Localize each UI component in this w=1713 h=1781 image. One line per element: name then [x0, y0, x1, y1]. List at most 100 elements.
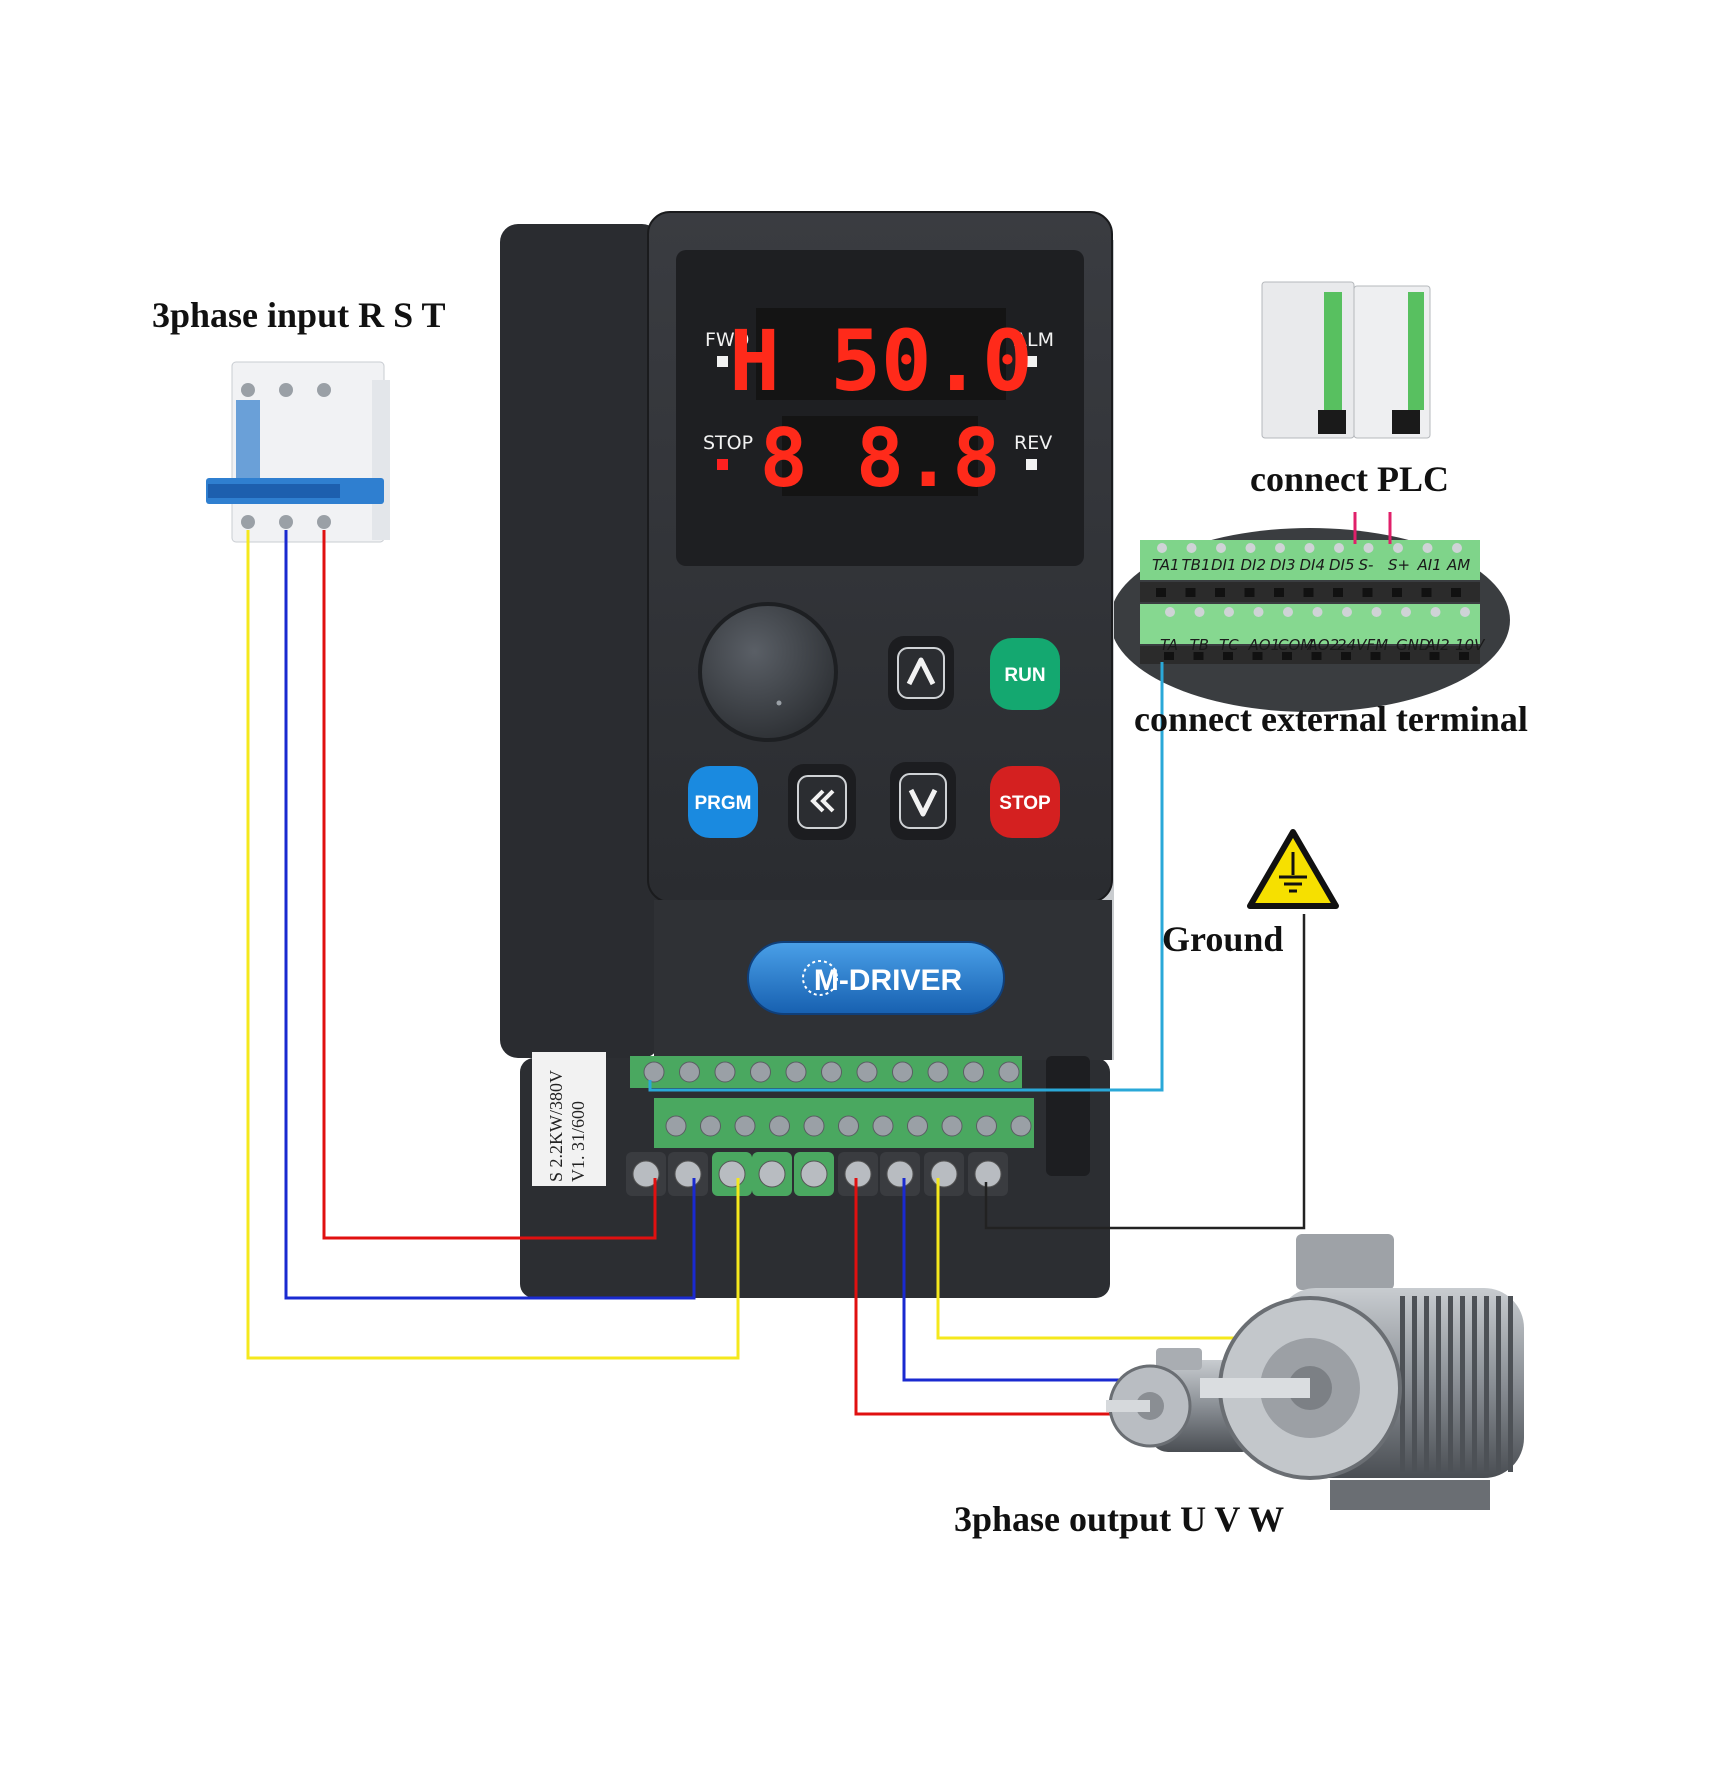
terminal-label-bottom: FM [1367, 636, 1389, 654]
double-chevron-left-icon [810, 789, 835, 813]
terminal-label-top: AI1 [1417, 556, 1442, 574]
terminal-screw [1430, 607, 1441, 617]
wire-control [648, 662, 1164, 1092]
terminal-label-bottom: AI2 [1425, 636, 1450, 654]
breaker-terminal-s [279, 515, 293, 529]
terminal-screw [1216, 543, 1226, 553]
shift-button[interactable] [788, 764, 856, 840]
down-button[interactable] [890, 762, 956, 840]
speed-knob[interactable] [698, 602, 838, 742]
control-screw [679, 1061, 700, 1083]
terminal-screw [1393, 543, 1403, 553]
control-screw [976, 1115, 997, 1137]
brand-name: M-DRIVER [814, 964, 963, 997]
control-screw [785, 1061, 807, 1083]
terminal-label-top: DI3 [1270, 556, 1296, 574]
wire-r [322, 530, 657, 1240]
cooling-fin [1436, 1296, 1441, 1472]
sticker-version: V1. 31/600 [568, 1101, 588, 1182]
terminal-screw [1165, 607, 1175, 617]
control-screw [838, 1115, 859, 1137]
terminal-label-bottom: AO2 [1307, 636, 1340, 654]
control-screw [769, 1115, 790, 1137]
control-screw [892, 1061, 913, 1083]
control-screw [998, 1061, 1020, 1083]
cooling-fin [1484, 1296, 1489, 1472]
terminal-label-bottom: TC [1219, 636, 1239, 654]
control-screw [963, 1061, 984, 1083]
terminal-screw [1194, 607, 1205, 617]
power-terminal-screw [886, 1160, 914, 1188]
stop-button[interactable]: STOP [990, 766, 1060, 838]
terminal-label-bottom: TA [1160, 636, 1178, 654]
circuit-breaker [206, 361, 390, 543]
terminal-label-top: DI2 [1241, 556, 1267, 574]
plc-module [1261, 281, 1431, 439]
cooling-fin [1472, 1296, 1477, 1472]
terminal-screw [1304, 543, 1315, 553]
control-terminal-strip [630, 1056, 1034, 1148]
terminal-label-top: DI5 [1329, 556, 1355, 574]
external-terminal-label: connect external terminal [1134, 699, 1528, 739]
fwd-indicator [717, 356, 728, 367]
terminal-screw [1312, 607, 1323, 617]
cooling-fin [1400, 1296, 1405, 1472]
terminal-label-bottom: COM [1278, 636, 1313, 654]
ground-warning-icon [1247, 829, 1339, 909]
terminal-label-bottom: AO1 [1248, 636, 1281, 654]
input-wires [246, 530, 740, 1360]
plc-label: connect PLC [1250, 459, 1449, 499]
terminal-screw [1224, 607, 1234, 617]
power-terminal-screw [718, 1160, 746, 1188]
power-terminal-screw [758, 1160, 786, 1188]
terminal-label-top: S- [1359, 556, 1374, 574]
fwd-label: FWD [705, 329, 749, 351]
brand-logo: M-DRIVER [747, 941, 1005, 1015]
terminal-label-top: AM [1446, 556, 1470, 574]
rating-sticker: S 2.2KW/380V V1. 31/600 [532, 1052, 606, 1186]
terminal-label-bottom: GND [1396, 636, 1430, 654]
control-screw [734, 1115, 756, 1137]
terminal-screw [1275, 543, 1285, 553]
cooling-fin [1412, 1296, 1417, 1472]
terminal-screw [1253, 607, 1264, 617]
control-screw [856, 1061, 878, 1083]
wire-w [854, 1178, 1112, 1416]
power-terminal-screw [844, 1160, 872, 1188]
large-motor [1200, 1234, 1524, 1510]
power-terminal-screw [930, 1160, 958, 1188]
rev-label: REV [1014, 432, 1052, 454]
terminal-label-top: DI4 [1300, 556, 1326, 574]
power-terminal-screw [800, 1160, 828, 1188]
stop-button-label: STOP [999, 793, 1051, 814]
chevron-down-icon [908, 788, 938, 817]
stop-indicator [717, 459, 728, 470]
run-button-label: RUN [1004, 665, 1045, 686]
cooling-fin [1460, 1296, 1465, 1472]
terminal-screw [1342, 607, 1352, 617]
ground-label: Ground [1162, 919, 1284, 959]
terminal-screw [1371, 607, 1382, 617]
wire-v [902, 1178, 1168, 1382]
terminal-screw [1245, 543, 1256, 553]
output-label: 3phase output U V W [954, 1499, 1285, 1539]
control-screw [714, 1061, 736, 1083]
control-screw [700, 1115, 721, 1137]
terminal-screw [1157, 543, 1167, 553]
control-screw [750, 1061, 771, 1083]
display-line-2: 8 8.8 [760, 412, 1001, 505]
alm-label: ALM [1014, 329, 1054, 351]
inverter: FWD ALM STOP REV H 50.0 8 8.8 RUN PRGM [500, 211, 1114, 1298]
terminal-label-top: TB1 [1182, 556, 1211, 574]
terminal-label-bottom: TB [1190, 636, 1209, 654]
wire-u [936, 1178, 1250, 1340]
run-button[interactable]: RUN [990, 638, 1060, 710]
stop-label: STOP [703, 432, 753, 454]
cooling-fin [1508, 1296, 1513, 1472]
up-button[interactable] [888, 636, 954, 710]
wire-t [246, 530, 740, 1360]
cooling-fin [1424, 1296, 1429, 1472]
prgm-button[interactable]: PRGM [688, 766, 758, 838]
